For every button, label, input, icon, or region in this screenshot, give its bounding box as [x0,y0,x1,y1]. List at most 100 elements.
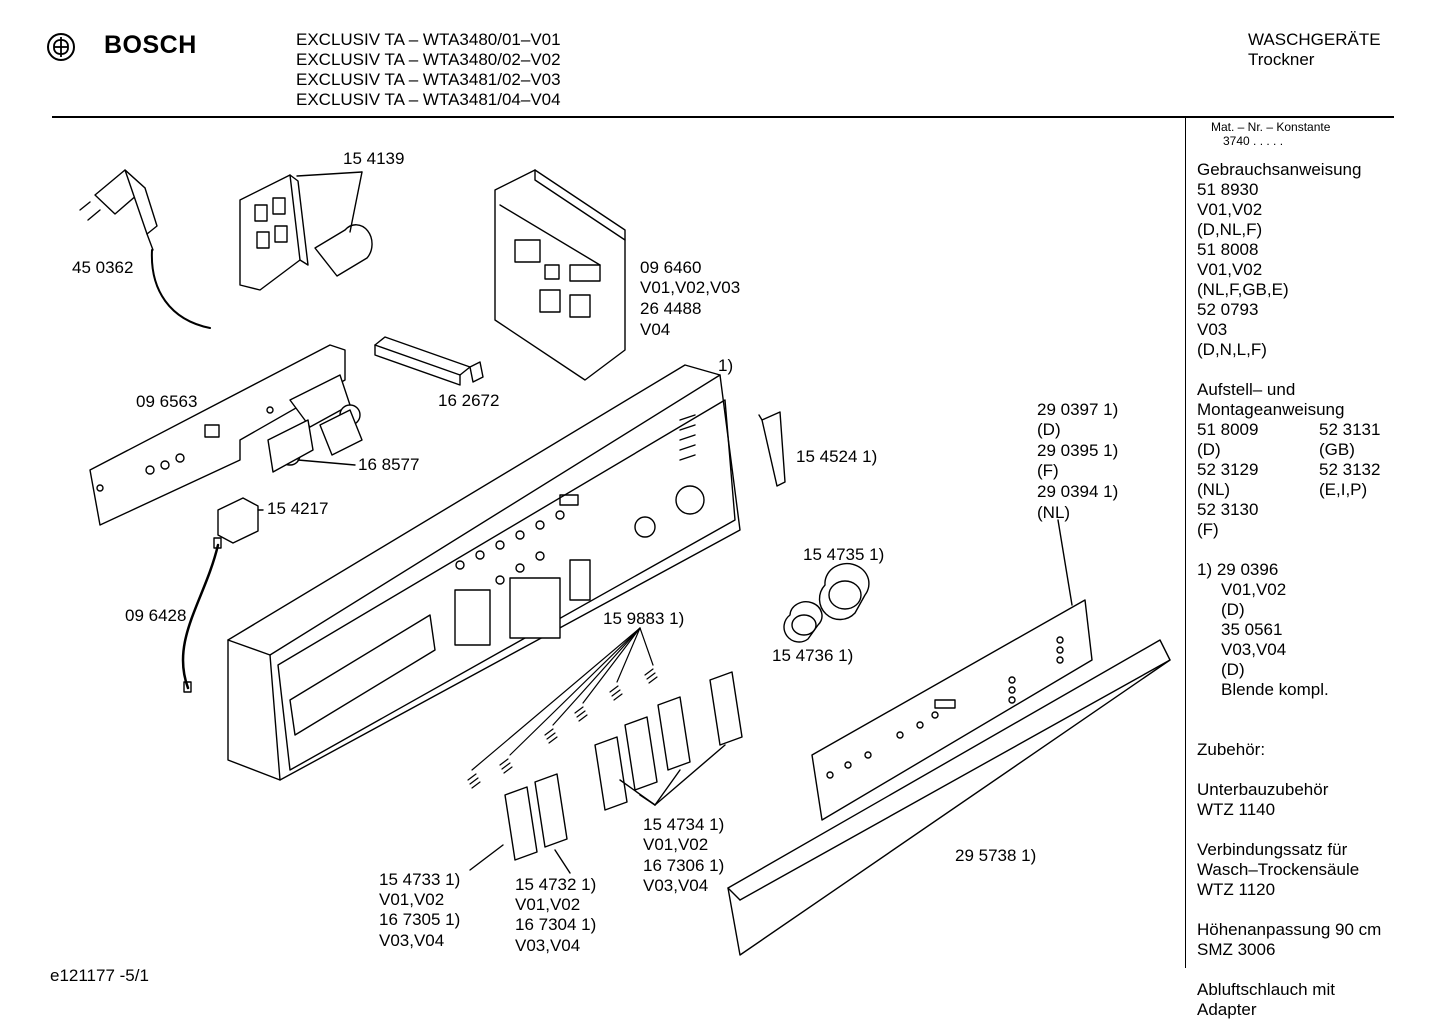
part-label: 09 6563 [136,392,198,411]
footnote-line: (D) [1221,660,1245,679]
part-label: 15 4524 1) [796,447,878,466]
part-label: 29 0394 1) [1037,482,1119,501]
bosch-logo-icon [47,33,75,61]
install-cell: 52 3130 [1197,500,1259,519]
manual-line: V01,V02 [1197,260,1263,279]
mat-value: 3740 . . . . . [1223,134,1284,148]
model-line: EXCLUSIV TA – WTA3480/01–V01 [296,30,561,49]
part-label: 15 4735 1) [803,545,885,564]
exploded-view-diagram [79,169,1171,956]
manual-line: V01,V02 [1197,200,1263,219]
footnote-line: 35 0561 [1221,620,1283,639]
footnote-line: V03,V04 [1221,640,1287,659]
part-label: (NL) [1037,503,1071,522]
accessory-line: WTZ 1140 [1197,800,1276,819]
header-divider [52,116,1394,118]
manual-title: Gebrauchsanweisung [1197,160,1362,179]
part-label: 16 8577 [358,455,420,474]
accessory-line: Verbindungssatz für [1197,840,1348,859]
sidebar-divider [1185,118,1186,968]
part-label: V01,V02 [379,890,445,909]
install-title: Aufstell– und [1197,380,1296,399]
part-label: 09 6428 [125,606,187,625]
part-label: V04 [640,320,671,339]
circuit-board-drawing [89,344,363,526]
footnote-line: V01,V02 [1221,580,1287,599]
model-list: EXCLUSIV TA – WTA3480/01–V01 EXCLUSIV TA… [296,30,561,110]
part-label: V03,V04 [643,876,709,895]
category-title: WASCHGERÄTE [1248,30,1381,49]
model-line: EXCLUSIV TA – WTA3480/02–V02 [296,50,561,69]
part-label: V03,V04 [379,931,445,950]
install-cell: (F) [1197,520,1219,539]
category-subtitle: Trockner [1248,50,1315,69]
accessory-line: WTZ 1120 [1197,880,1276,899]
ribbon-cable-drawing [374,336,484,386]
control-panel-drawing [227,364,741,781]
accessory-line: Adapter [1197,1000,1257,1019]
push-button-drawing [469,671,743,874]
power-plug-drawing [79,169,211,329]
part-label: V01,V02 [515,895,581,914]
bracket-drawing [758,411,786,487]
install-cell: (GB) [1319,440,1355,459]
install-title: Montageanweisung [1197,400,1345,419]
part-label: 15 4139 [343,149,405,168]
install-cell: 52 3132 [1319,460,1381,479]
part-label: 15 4733 1) [379,870,461,889]
footnote-line: (D) [1221,600,1245,619]
sidebar-info: Gebrauchsanweisung 51 8930 V01,V02 (D,NL… [1197,160,1381,1020]
model-line: EXCLUSIV TA – WTA3481/04–V04 [296,90,561,109]
install-row: (D)(GB) [1197,440,1381,460]
part-label: 15 4217 [267,499,329,518]
install-cell: 52 3131 [1319,420,1381,439]
switch-drawing [181,497,264,693]
part-label: 45 0362 [72,258,134,277]
part-label: 29 0397 1) [1037,400,1119,419]
install-cell: (NL) [1197,480,1231,499]
manual-line: (NL,F,GB,E) [1197,280,1289,299]
install-cell: 51 8009 [1197,420,1259,439]
model-line: EXCLUSIV TA – WTA3481/02–V03 [296,70,561,89]
install-cell: (E,I,P) [1319,480,1368,499]
part-label: 16 7304 1) [515,915,597,934]
mat-number-block: Mat. – Nr. – Konstante 3740 . . . . . [1211,120,1330,148]
install-row: 51 8009 52 3131 [1197,420,1381,440]
accessory-line: Höhenanpassung 90 cm [1197,920,1382,939]
install-row: (F) [1197,520,1381,540]
part-label: V03,V04 [515,936,581,955]
part-label: 29 0395 1) [1037,441,1119,460]
part-label: 1) [718,356,734,375]
part-label: 15 4736 1) [772,646,854,665]
part-label: 26 4488 [640,299,702,318]
part-label: 09 6460 [640,258,702,277]
brand-name: BOSCH [104,31,197,59]
footnote-first: 1) 29 0396 [1197,560,1279,579]
part-label: (F) [1037,461,1059,480]
part-label: V01,V02 [643,835,709,854]
accessories-title: Zubehör: [1197,740,1266,759]
manual-line: (D,NL,F) [1197,220,1263,239]
part-label: V01,V02,V03 [640,278,741,297]
part-label: 15 9883 1) [603,609,685,628]
manual-line: V03 [1197,320,1228,339]
install-row: (NL) (E,I,P) [1197,480,1381,500]
install-cell: 52 3129 [1197,460,1259,479]
knob-drawing [783,562,870,643]
part-label: 16 7305 1) [379,910,461,929]
category-block: WASCHGERÄTE Trockner [1248,30,1381,70]
part-label: 29 5738 1) [955,846,1037,865]
install-row: 52 3129 52 3132 [1197,460,1381,480]
trim-strip-drawing [727,639,1171,956]
accessory-line: Unterbauzubehör [1197,780,1329,799]
manual-line: 51 8930 [1197,180,1259,199]
drawing-id: e121177 -5/1 [50,966,149,985]
electronic-module-drawing [494,169,626,381]
part-label: 16 7306 1) [643,856,725,875]
manual-line: 52 0793 [1197,300,1259,319]
part-label: 16 2672 [438,391,500,410]
footnote-line: Blende kompl. [1221,680,1329,699]
part-label: (D) [1037,420,1061,439]
accessory-line: Wasch–Trockensäule [1197,860,1360,879]
manual-line: 51 8008 [1197,240,1259,259]
